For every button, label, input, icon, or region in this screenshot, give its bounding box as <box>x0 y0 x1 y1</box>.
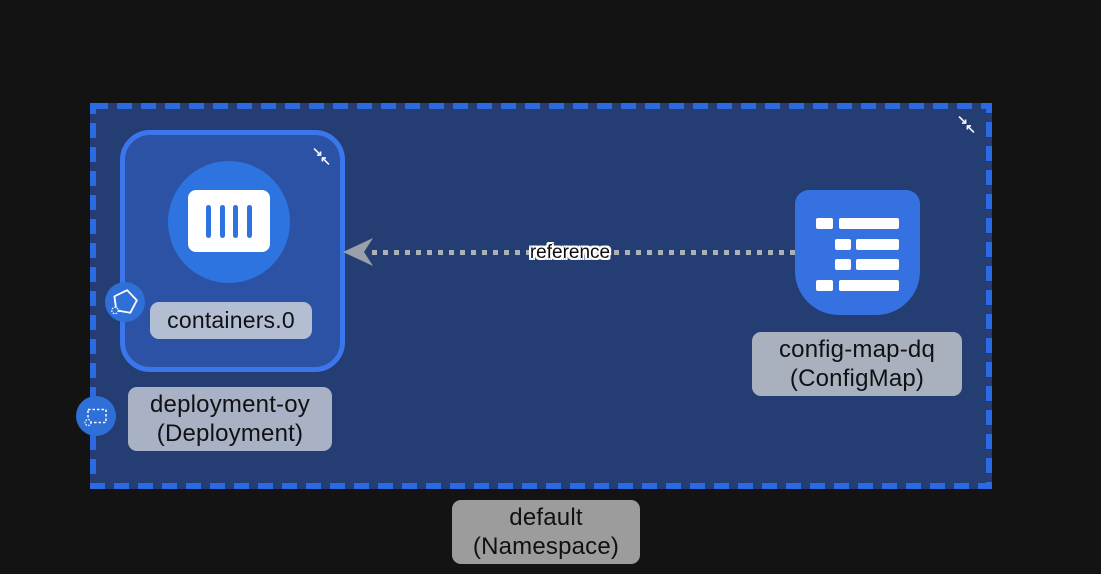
pod-badge[interactable] <box>105 282 145 322</box>
collapse-icon[interactable]: ↘ ↖ <box>311 144 337 173</box>
pod-icon <box>111 289 138 315</box>
namespace-node-label[interactable]: default (Namespace) <box>452 500 640 564</box>
configmap-icon-dash <box>835 259 851 270</box>
deployment-kind: (Deployment) <box>156 420 304 447</box>
arrow-nw-icon: ↖ <box>320 153 331 168</box>
deployment-group-node[interactable]: ↘ ↖ containers.0 <box>105 130 345 372</box>
namespace-kind: (Namespace) <box>472 533 620 560</box>
container-icon-bar <box>205 204 211 238</box>
container-icon-bar <box>233 204 239 238</box>
container-icon-bar <box>247 204 253 238</box>
deployment-node-label[interactable]: deployment-oy (Deployment) <box>128 387 332 451</box>
deployment-name: deployment-oy <box>149 390 311 418</box>
namespace-group-node[interactable]: ↘ ↖ ↘ ↖ containers.0 <box>76 103 992 489</box>
container-node-label[interactable]: containers.0 <box>150 302 312 339</box>
container-name: containers.0 <box>167 307 295 334</box>
configmap-icon-dash <box>816 218 833 229</box>
edge-arrowhead-icon <box>343 238 373 266</box>
configmap-icon-line <box>839 280 899 291</box>
configmap-icon-line <box>839 218 899 229</box>
collapse-icon[interactable]: ↘ ↖ <box>956 112 982 141</box>
deployment-icon <box>84 408 107 427</box>
configmap-kind: (ConfigMap) <box>789 365 925 392</box>
container-node[interactable] <box>168 161 290 283</box>
reference-edge <box>372 250 796 255</box>
configmap-icon-line <box>856 259 899 270</box>
deployment-badge[interactable] <box>76 396 116 436</box>
namespace-name: default <box>509 503 583 531</box>
configmap-name: config-map-dq <box>778 335 935 363</box>
configmap-node-label[interactable]: config-map-dq (ConfigMap) <box>752 332 962 396</box>
edge-label[interactable]: reference <box>529 242 611 263</box>
container-icon-bar <box>219 204 225 238</box>
container-icon <box>188 190 270 252</box>
arrow-nw-icon: ↖ <box>965 121 976 136</box>
configmap-icon-dash <box>835 239 851 250</box>
configmap-icon-line <box>856 239 899 250</box>
configmap-icon-dash <box>816 280 833 291</box>
configmap-node[interactable] <box>795 190 920 315</box>
